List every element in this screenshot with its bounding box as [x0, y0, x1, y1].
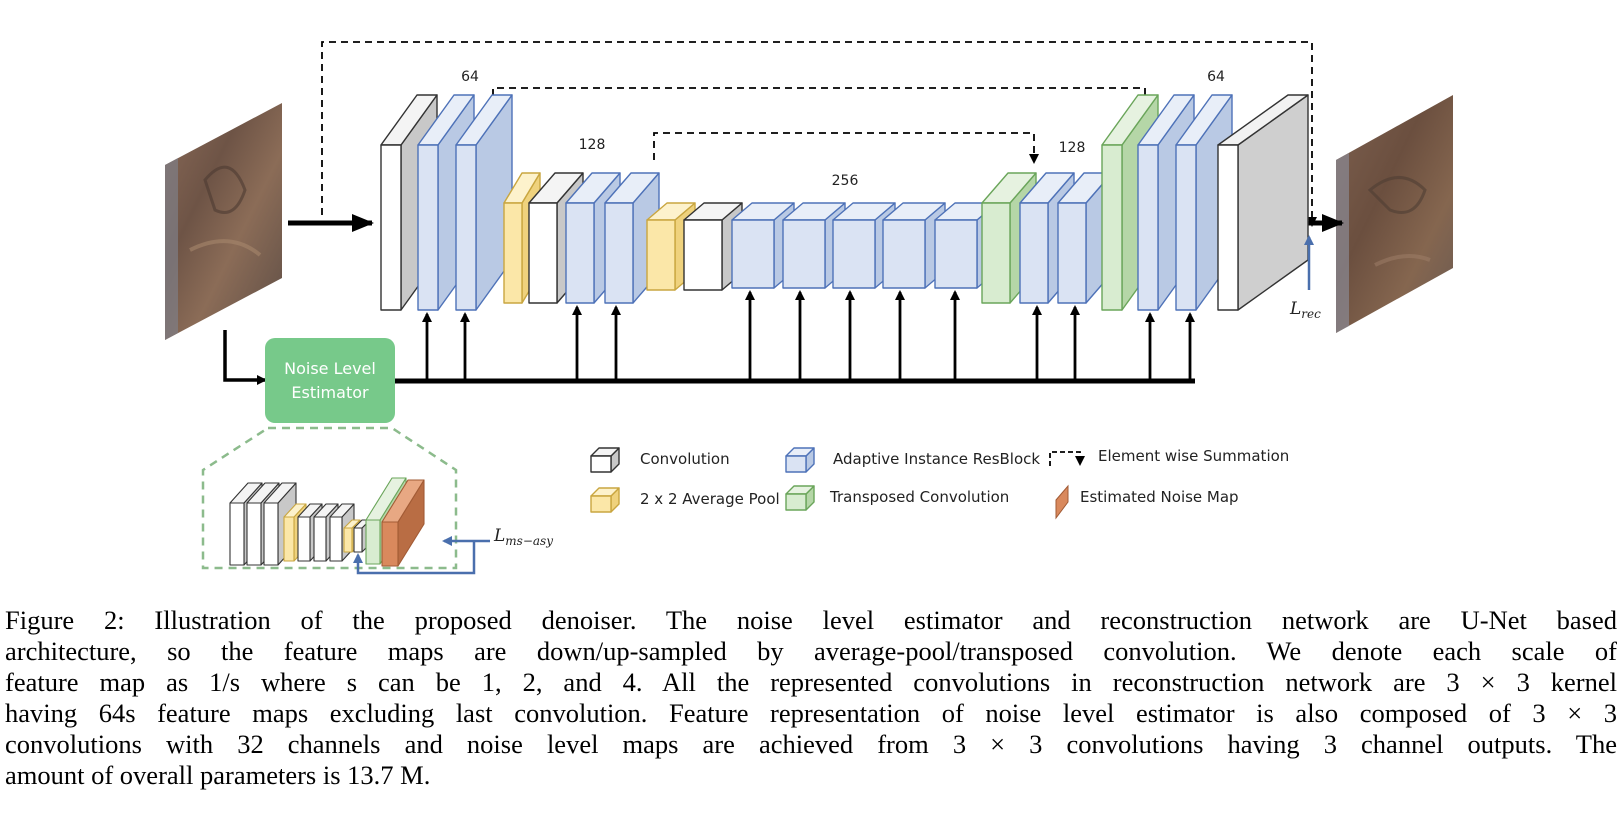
denoiser-architecture-diagram: Noise Level Estimator 64 128 256 128 64 … [165, 41, 1453, 575]
noise-map-injection-arrows [422, 290, 1195, 379]
channel-label-64-right: 64 [1207, 69, 1225, 85]
legend-element-sum-icon [1049, 451, 1085, 466]
channel-label-64-left: 64 [461, 69, 479, 85]
channel-label-128-left: 128 [579, 137, 606, 153]
legend-label-avg-pool: 2 x 2 Average Pool [640, 490, 780, 508]
legend-label-transposed-conv: Transposed Convolution [829, 488, 1009, 506]
legend-conv-icon [590, 447, 620, 473]
loss-ms-asy-label: Lms−asy [493, 526, 553, 548]
estimator-detail: Lms−asy [201, 426, 553, 575]
output-denoised-image [1336, 95, 1453, 333]
loss-ms-asy-arrow [353, 541, 476, 575]
legend-label-element-sum: Element wise Summation [1098, 447, 1289, 465]
caption-line: architecture, so the feature maps are do… [5, 636, 1617, 666]
legend-transposed-icon [785, 485, 815, 511]
legend-resblock-icon [785, 447, 815, 473]
resblock-block [455, 94, 513, 311]
loss-rec-label: Lrec [1289, 299, 1321, 321]
last-conv-block [1217, 94, 1309, 311]
resblock-block [782, 202, 846, 289]
est-noise-map-block [381, 479, 425, 567]
resblock-block [731, 202, 795, 289]
estimator-label-line2: Estimator [291, 383, 369, 402]
noise-level-estimator-box: Noise Level Estimator [265, 338, 395, 423]
caption-line: having 64s feature maps excluding last c… [5, 698, 1617, 728]
input-noisy-image [165, 103, 282, 340]
figure-caption: Figure 2: Illustration of the proposed d… [5, 605, 1617, 791]
input-to-estimator-arrow [223, 330, 267, 385]
legend-label-noise-map: Estimated Noise Map [1080, 488, 1239, 506]
reconstruction-network-blocks [380, 94, 1309, 311]
caption-line: amount of overall parameters is 13.7 M. [5, 760, 431, 790]
conv-block [380, 94, 438, 311]
legend: Convolution 2 x 2 Average Pool Adaptive … [590, 447, 1289, 520]
legend-pool-icon [590, 487, 620, 513]
legend-noise-map-icon [1055, 484, 1069, 520]
caption-line: feature map as 1/s where s can be 1, 2, … [5, 667, 1617, 697]
estimator-label-line1: Noise Level [284, 359, 376, 378]
channel-label-256: 256 [832, 173, 859, 189]
caption-line: Figure 2: Illustration of the proposed d… [5, 605, 1617, 635]
caption-line: convolutions with 32 channels and noise … [5, 729, 1617, 759]
legend-label-convolution: Convolution [640, 450, 730, 468]
channel-label-128-right: 128 [1059, 140, 1086, 156]
legend-label-adain-resblock: Adaptive Instance ResBlock [833, 450, 1040, 468]
